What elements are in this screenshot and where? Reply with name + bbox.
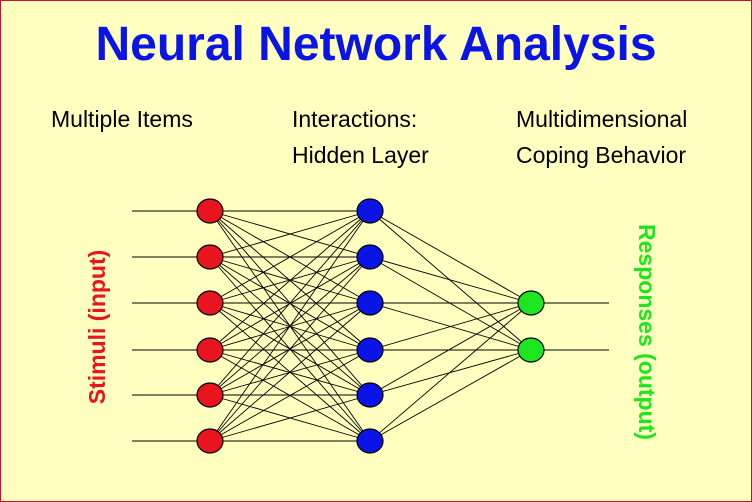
connection-line — [209, 210, 371, 351]
output-node — [517, 290, 545, 316]
connection-line — [369, 349, 532, 442]
output-column-label-line-2: Coping Behavior — [516, 142, 687, 168]
input-node — [196, 198, 224, 224]
connection-line — [369, 256, 532, 351]
hidden-node — [356, 428, 384, 454]
connection-line — [209, 302, 371, 442]
stimuli-side-label: Stimuli (input) — [84, 249, 110, 405]
connection-line — [209, 256, 371, 442]
connection-line — [209, 349, 371, 442]
input-node — [196, 337, 224, 363]
connection-line — [209, 210, 371, 396]
input-node — [196, 382, 224, 408]
hidden-node — [356, 290, 384, 316]
output-column-label-line-1: Multidimensional — [516, 106, 688, 132]
connection-line — [209, 394, 371, 442]
input-node — [196, 244, 224, 270]
input-column-label: Multiple Items — [51, 101, 193, 137]
output-column-label: Multidimensional Coping Behavior — [516, 101, 687, 173]
input-node — [196, 428, 224, 454]
connection-line — [369, 302, 532, 396]
network-nodes — [196, 198, 545, 454]
hidden-node — [356, 337, 384, 363]
page-title: Neural Network Analysis — [95, 18, 657, 71]
connection-line — [209, 210, 371, 304]
connection-line — [369, 302, 532, 442]
connection-line — [209, 210, 371, 442]
hidden-node — [356, 198, 384, 224]
output-node — [517, 337, 545, 363]
responses-side-label: Responses (output) — [634, 224, 660, 440]
connection-line — [369, 210, 532, 304]
input-node — [196, 290, 224, 316]
hidden-node — [356, 244, 384, 270]
input-column-label-line: Multiple Items — [51, 106, 193, 132]
hidden-column-label: Interactions: Hidden Layer — [292, 101, 429, 173]
connection-line — [209, 210, 371, 258]
connection-line — [369, 256, 532, 304]
connection-line — [369, 210, 532, 351]
hidden-node — [356, 382, 384, 408]
hidden-column-label-line-1: Interactions: — [292, 106, 418, 132]
hidden-column-label-line-2: Hidden Layer — [292, 142, 429, 168]
connection-line — [369, 302, 532, 351]
